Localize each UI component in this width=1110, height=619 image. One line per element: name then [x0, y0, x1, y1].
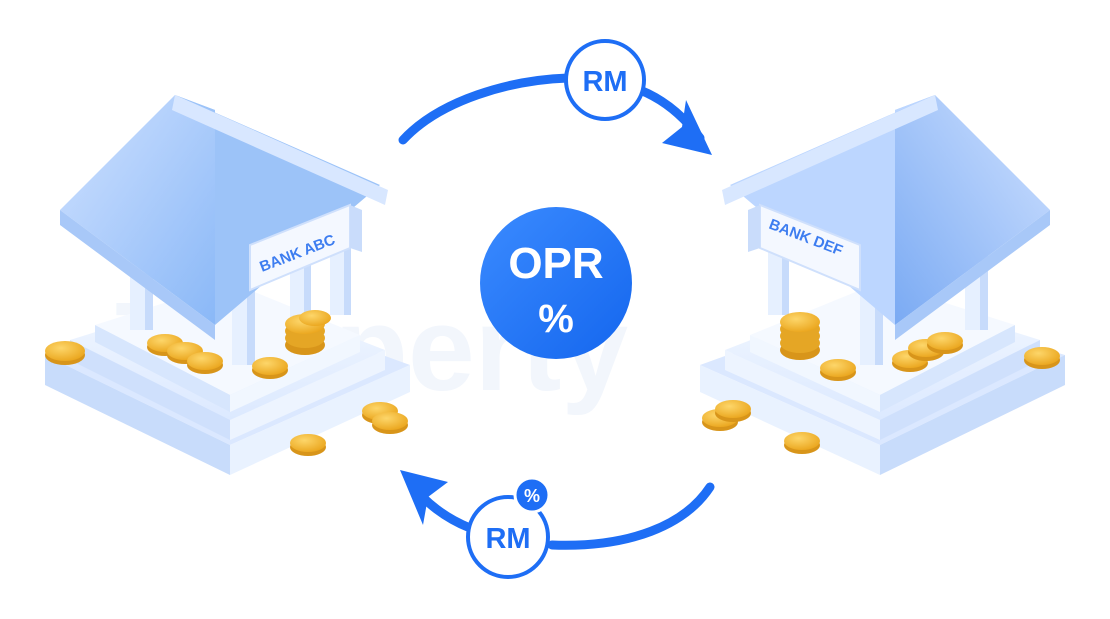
coins-right [702, 312, 1060, 454]
opr-percent: % [538, 297, 574, 341]
bank-abc-building: BANK ABC [45, 95, 410, 475]
opr-circle [480, 207, 632, 359]
opr-label: OPR [508, 239, 603, 288]
top-rm-badge: RM [564, 39, 646, 121]
bank-def-building: BANK DEF [700, 95, 1065, 475]
coins-left [45, 310, 408, 456]
opr-center: OPR % [480, 207, 632, 359]
bottom-flow-arrow [400, 470, 715, 550]
arrow-head-right [662, 100, 712, 155]
bottom-rm-badge: RM % [466, 476, 551, 579]
bottom-rm-label: RM [485, 523, 530, 555]
top-rm-label: RM [582, 66, 627, 98]
percent-badge-label: % [524, 486, 540, 506]
percent-badge [513, 476, 551, 514]
top-flow-arrow [398, 73, 712, 155]
arrow-head-left [400, 470, 448, 525]
